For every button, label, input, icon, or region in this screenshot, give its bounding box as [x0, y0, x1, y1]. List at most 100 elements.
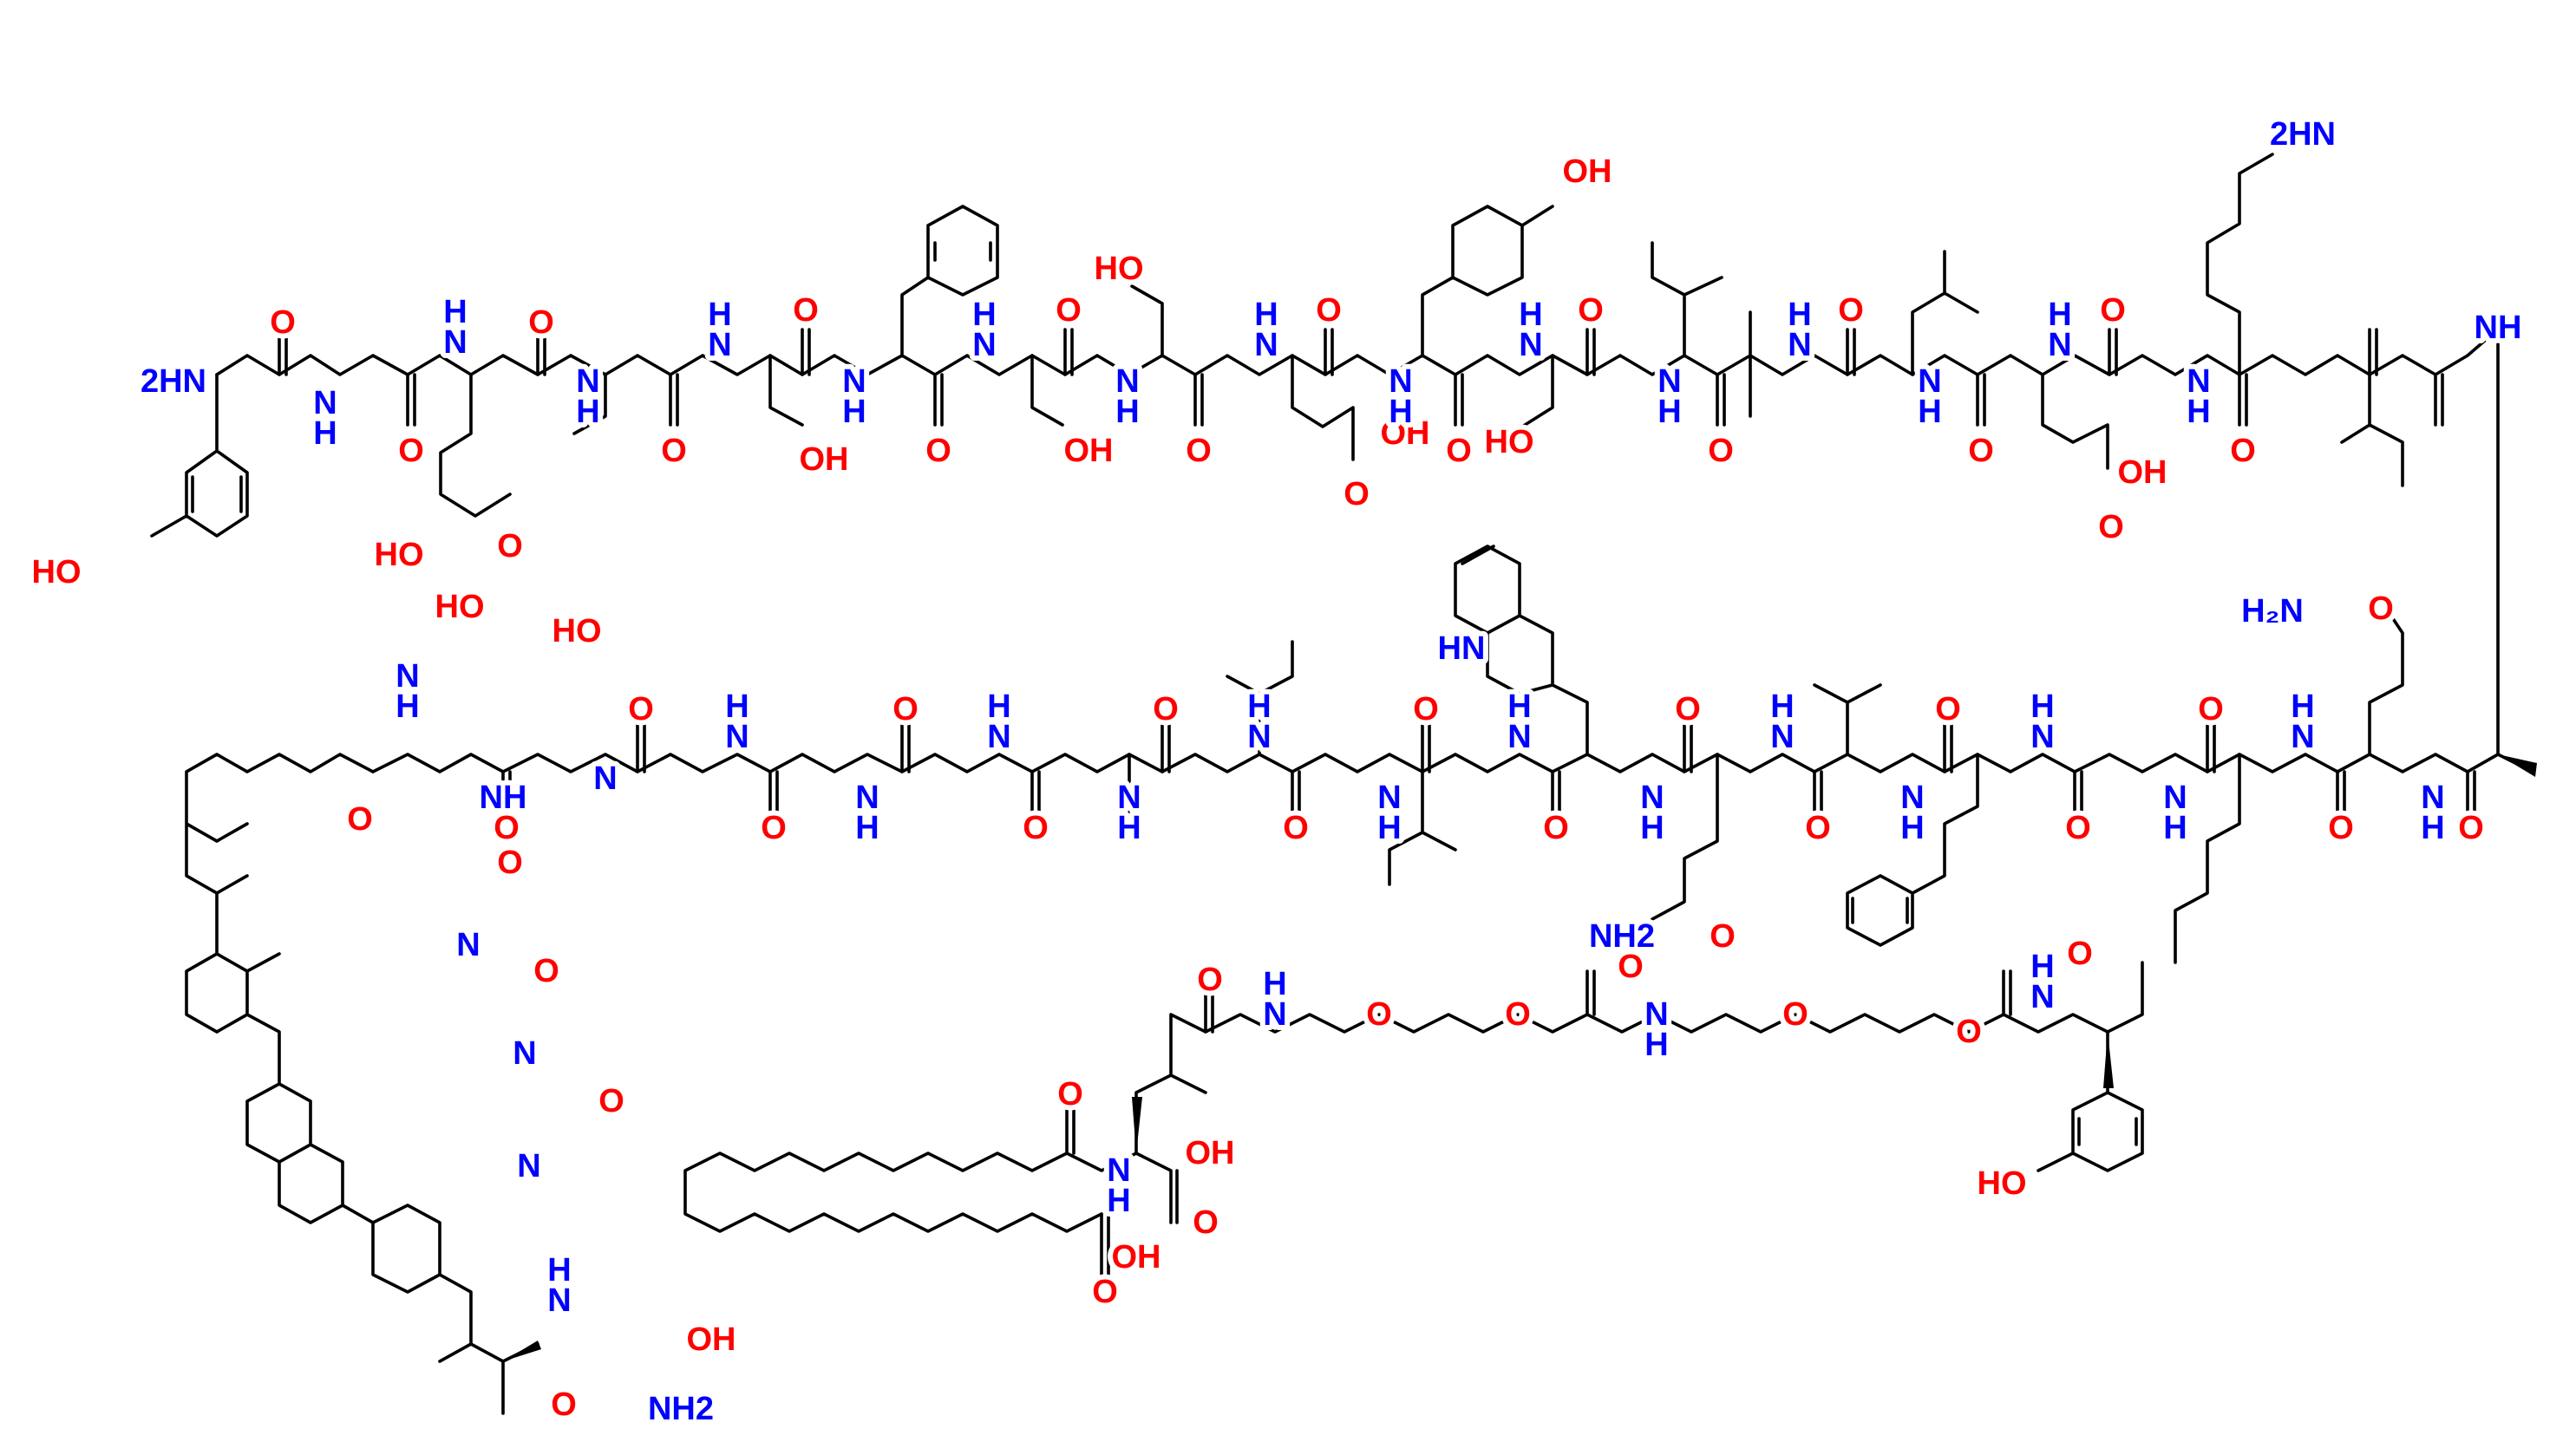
- tyr2-hydroxyl-label: OH: [1563, 153, 1612, 190]
- stereo-wedge: [1132, 1097, 1142, 1153]
- carbonyl-oxygen-label: O: [1023, 810, 1049, 846]
- amide-hydrogen-label: H: [1247, 688, 1271, 725]
- stereo-wedge: [503, 1341, 541, 1361]
- amide-nitrogen-label: N: [443, 324, 467, 361]
- carbonyl-oxygen-label: O: [1316, 292, 1342, 329]
- ser3-hydroxyl-label: HO: [435, 589, 485, 625]
- amide-nitrogen-label: N: [576, 363, 599, 400]
- ser4-hydroxyl-label: HO: [552, 613, 602, 649]
- amide-hydrogen-label: H: [2187, 394, 2210, 430]
- carbonyl-oxygen-label: O: [347, 801, 373, 838]
- amide-nitrogen-label: N: [313, 385, 337, 421]
- amide-hydrogen-label: H: [396, 688, 419, 725]
- amide-hydrogen-label: H: [1644, 1027, 1668, 1063]
- carbonyl-oxygen-label: O: [2198, 691, 2224, 728]
- fatty-acid-hydroxyl-label: OH: [1112, 1239, 1161, 1276]
- amide-nitrogen-label: N: [972, 327, 996, 363]
- gln2-amide-nh2-label: NH2: [1589, 918, 1655, 955]
- carbonyl-oxygen-label: O: [1805, 810, 1831, 846]
- carbonyl-oxygen-label: O: [1968, 433, 1994, 469]
- carbonyl-oxygen-label: O: [1838, 292, 1864, 329]
- proline-nitrogen-label: N: [593, 760, 617, 797]
- carbonyl-oxygen-label: O: [2230, 433, 2256, 469]
- amide-hydrogen-label: H: [1507, 688, 1531, 725]
- atom-labels: 2HN HO O N H O N H HO O O N H O N H OH O…: [27, 111, 2527, 1432]
- amide-nitrogen-label: N: [1657, 363, 1681, 400]
- thr2-hydroxyl-label: OH: [1064, 433, 1114, 469]
- carbonyl-oxygen-label: O: [628, 691, 654, 728]
- carbonyl-oxygen-label: O: [2100, 292, 2126, 329]
- amide-hydrogen-label: H: [2291, 688, 2314, 725]
- c-terminal-amide-label: NH2: [648, 1391, 714, 1427]
- amide-nitrogen-label: N: [2291, 719, 2314, 755]
- amide-nitrogen-label: N: [1263, 996, 1286, 1033]
- linker-branches: [1065, 969, 2144, 1276]
- carbonyl-oxygen-label: O: [892, 691, 919, 728]
- linker-chain: [683, 961, 2144, 1233]
- asp2-carbonyl-oxygen-label: O: [2098, 509, 2124, 545]
- carbonyl-oxygen-label: O: [1283, 810, 1309, 846]
- ser5-hydroxyl-label: OH: [687, 1321, 736, 1358]
- bond-skeleton: [150, 153, 2537, 1415]
- carbonyl-oxygen-label: O: [1935, 691, 1961, 728]
- amide-hydrogen-label: H: [2030, 949, 2054, 985]
- amide-nitrogen-label: N: [1389, 363, 1412, 400]
- amide-nitrogen-label: N: [1788, 327, 1811, 363]
- amide-hydrogen-label: H: [1770, 688, 1794, 725]
- carbonyl-oxygen-label: O: [1675, 691, 1701, 728]
- glu-hydroxyl-label: HO: [375, 537, 424, 573]
- peg-ether-oxygen-label: O: [1782, 996, 1808, 1033]
- amide-hydrogen-label: H: [725, 688, 749, 725]
- amide-hydrogen-label: H: [1657, 394, 1681, 430]
- amide-hydrogen-label: H: [972, 297, 996, 333]
- amide-nitrogen-label: N: [1377, 780, 1401, 816]
- proline-nitrogen-label: N: [513, 1035, 536, 1072]
- amide-hydrogen-label: H: [1788, 297, 1811, 333]
- asp2-hydroxyl-label: OH: [2118, 454, 2167, 491]
- tyr3-hydroxyl-label: HO: [1978, 1165, 2027, 1202]
- amide-nh-label: NH: [2475, 310, 2522, 346]
- carbonyl-oxygen-label: O: [1413, 691, 1439, 728]
- fatty-acid-carbonyl-oxygen-label: O: [1092, 1274, 1118, 1310]
- amide-hydrogen-label: H: [576, 394, 599, 430]
- amide-hydrogen-label: H: [708, 297, 731, 333]
- carbonyl-oxygen-label: O: [793, 292, 819, 329]
- gln2-carbonyl-oxygen-label: O: [1710, 918, 1736, 955]
- amide-nitrogen-label: N: [1107, 1152, 1130, 1189]
- carbonyl-oxygen-label: O: [533, 953, 559, 989]
- amide-hydrogen-label: H: [987, 688, 1010, 725]
- amide-nitrogen-label: N: [2187, 363, 2210, 400]
- amide-hydrogen-label: H: [2048, 297, 2071, 333]
- amide-nitrogen-label: N: [855, 780, 879, 816]
- amide-nh-label: NH: [480, 780, 527, 816]
- thr1-hydroxyl-label: OH: [800, 441, 849, 478]
- amide-nitrogen-label: N: [1918, 363, 1941, 400]
- glu2-carbonyl-oxygen-label: O: [1193, 1204, 1219, 1241]
- amide-hydrogen-label: H: [1117, 810, 1141, 846]
- carbonyls-row1: [278, 328, 2444, 427]
- amide-hydrogen-label: H: [313, 415, 337, 452]
- amide-nitrogen-label: N: [1254, 327, 1278, 363]
- gln1-amide-nh2-label: H₂N: [2241, 593, 2304, 630]
- amide-hydrogen-label: H: [1640, 810, 1664, 846]
- amide-hydrogen-label: H: [1519, 297, 1542, 333]
- carbonyl-oxygen-label: O: [925, 433, 951, 469]
- amide-nitrogen-label: N: [1640, 780, 1664, 816]
- carbonyl-oxygen-label: O: [598, 1083, 624, 1119]
- amide-nitrogen-label: N: [547, 1282, 571, 1319]
- lys-amine-label: 2HN: [2270, 116, 2336, 153]
- amide-hydrogen-label: H: [1918, 394, 1941, 430]
- carbonyl-oxygen-label: O: [1618, 949, 1644, 985]
- carbonyl-oxygen-label: O: [1057, 1076, 1083, 1112]
- carbonyl-oxygen-label: O: [497, 845, 523, 881]
- n-terminal-amine-label: 2HN: [141, 363, 206, 400]
- ser2-hydroxyl-label: HO: [1485, 424, 1534, 460]
- ser1-hydroxyl-label: HO: [1095, 251, 1144, 287]
- amide-nitrogen-label: N: [2030, 719, 2054, 755]
- carbonyls-row2: [501, 718, 2476, 821]
- amide-hydrogen-label: H: [2030, 688, 2054, 725]
- amide-hydrogen-label: H: [1389, 394, 1412, 430]
- carbonyl-oxygen-label: O: [2065, 810, 2091, 846]
- amide-nitrogen-label: N: [1117, 780, 1141, 816]
- amide-hydrogen-label: H: [1107, 1183, 1130, 1219]
